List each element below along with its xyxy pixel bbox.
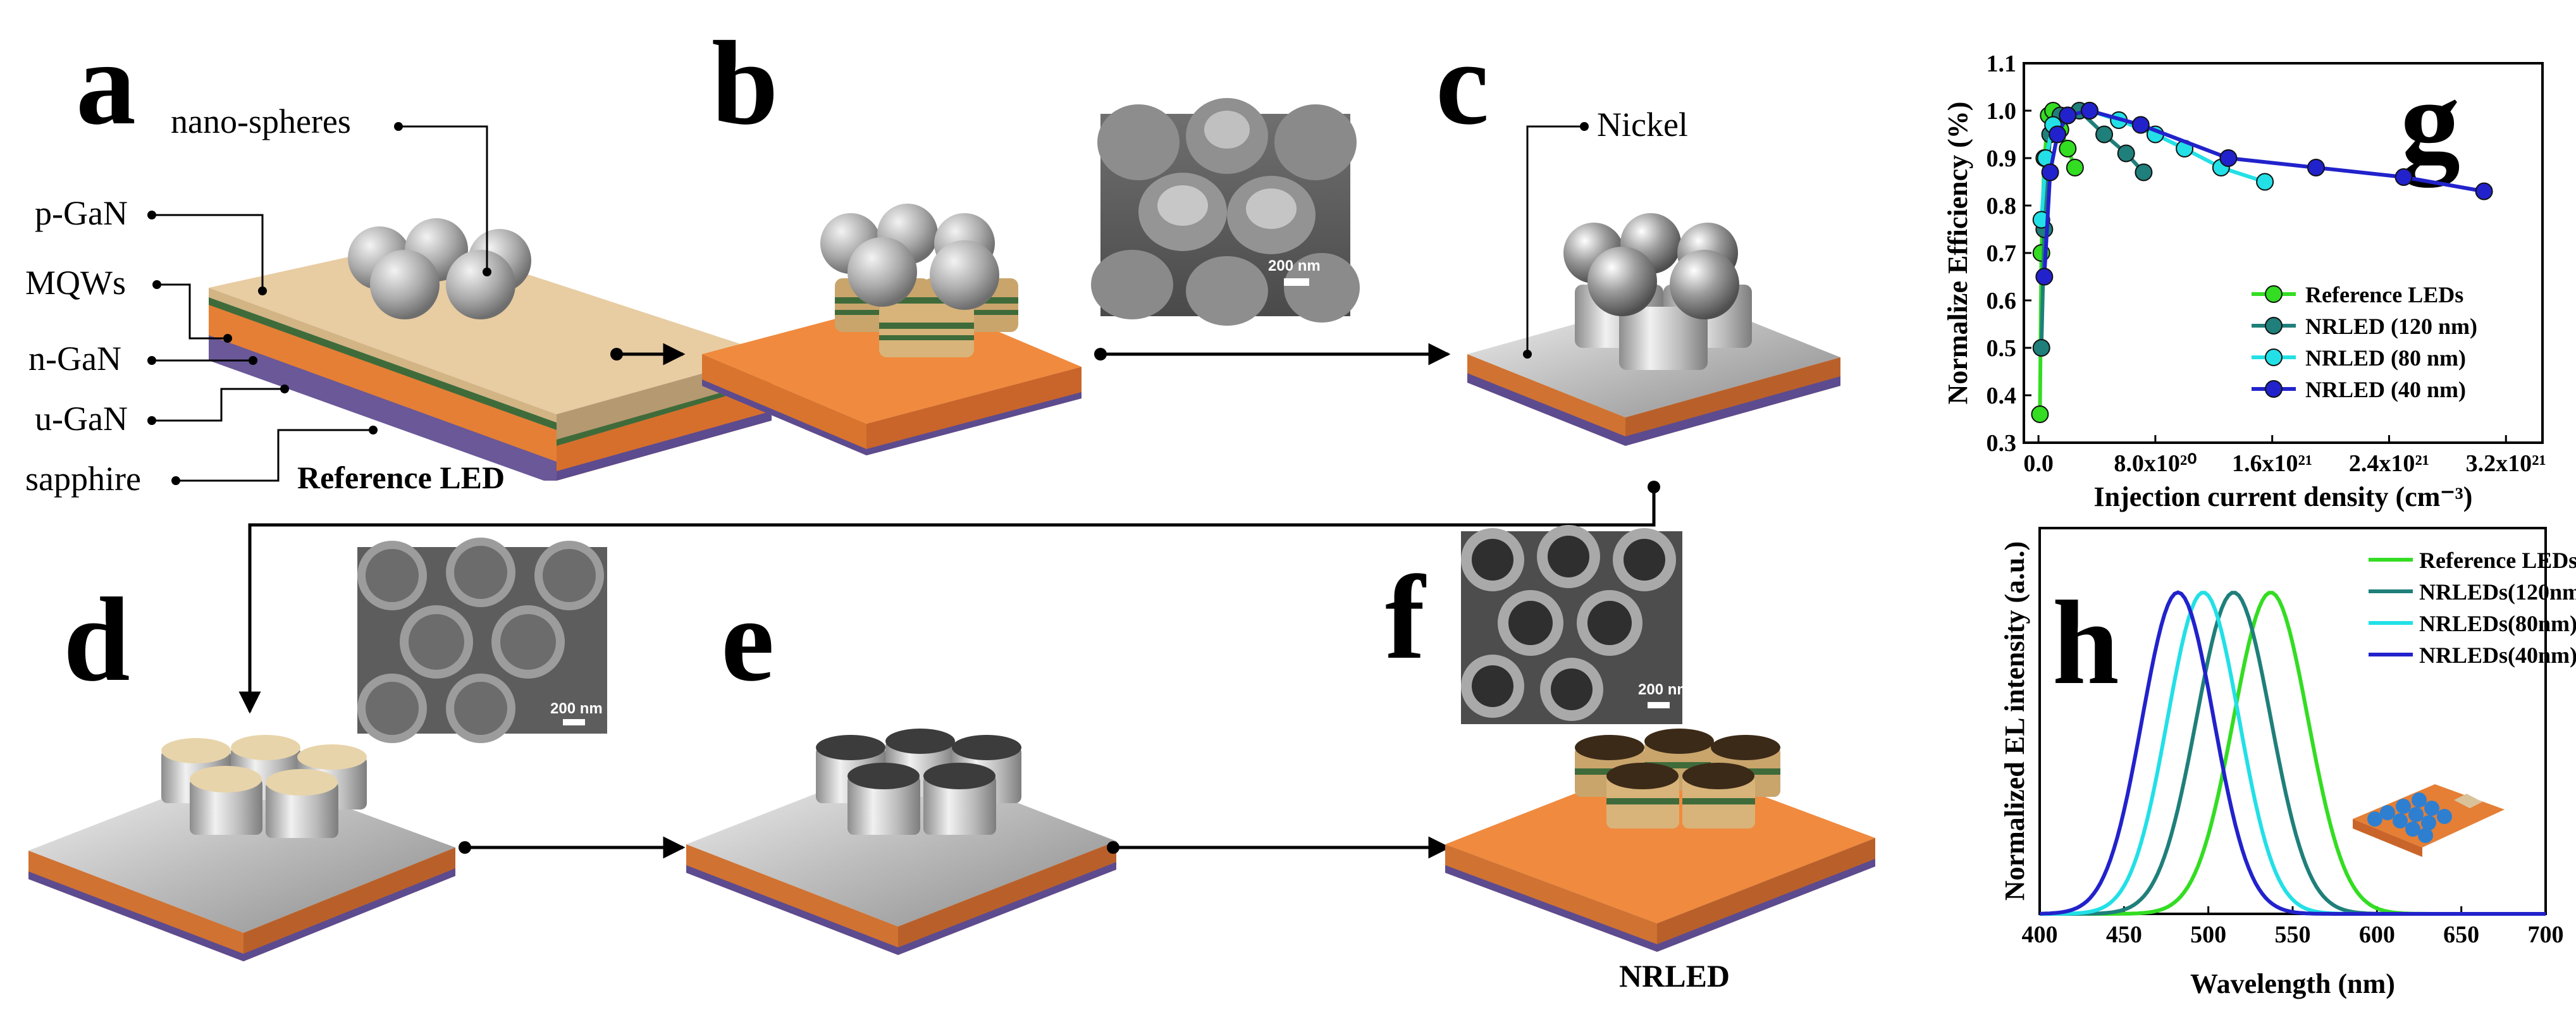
sem-image-nickel-mask: 200 nm: [357, 538, 607, 743]
sem-image-nanorings: 200 nm: [1461, 525, 1691, 724]
panel-label-e: e: [721, 574, 774, 706]
chart-h-xtick-label-1: 450: [2106, 921, 2142, 948]
chart-g-ytick-label-6: 0.9: [1987, 145, 2017, 172]
chart-h-series-curve-3: [2039, 590, 2546, 916]
chart-g-ytick-label-1: 0.4: [1987, 383, 2017, 409]
chart-g-point-3-3: [2059, 106, 2077, 125]
etched-nanorings-schematic: [686, 729, 1116, 955]
sem-image-nanospheres: 200 nm: [1091, 98, 1360, 326]
chart-h-legend-label-3: NRLEDs(40nm): [2419, 643, 2576, 668]
chart-g-point-3-5: [2131, 116, 2150, 134]
panel-label-c: c: [1436, 17, 1489, 150]
chart-h-xlabel: Wavelength (nm): [2190, 968, 2395, 999]
efficiency-chart: 0.3 0.4 0.5 0.6 0.7 0.8 0.9 1.0 1.1 0.0 8.0x10²⁰ 1…: [1942, 51, 2546, 512]
chart-g-point-3-6: [2219, 149, 2238, 167]
chart-g-ytick-label-5: 0.8: [1987, 193, 2017, 219]
chart-g-point-1-7: [2135, 163, 2153, 182]
chart-h-xtick-label-5: 650: [2443, 921, 2479, 948]
scale-bar-label-d: 200 nm: [550, 700, 603, 717]
panel-label-g: g: [2400, 55, 2460, 188]
scale-bar-label-b: 200 nm: [1268, 257, 1321, 274]
chart-g-ytick-label-3: 0.6: [1987, 288, 2017, 314]
chart-g-legend-label-2: NRLED (80 nm): [2305, 345, 2466, 371]
chart-g-point-0-7: [2066, 159, 2084, 176]
chart-h-legend-label-1: NRLEDs(120nm): [2419, 579, 2576, 605]
panel-label-a: a: [76, 17, 136, 150]
chart-g-point-3-8: [2394, 168, 2413, 186]
masked-etched-schematic: [702, 204, 1082, 455]
chart-g-point-0-6: [2059, 140, 2077, 157]
chart-g-xtick-label-1: 8.0x10²⁰: [2114, 450, 2197, 477]
chart-g-point-1-5: [2095, 125, 2114, 144]
chart-g-xtick-label-3: 2.4x10²¹: [2349, 450, 2429, 477]
chart-h-legend-label-2: NRLEDs(80nm): [2419, 611, 2576, 636]
chart-g-ytick-label-2: 0.5: [1987, 335, 2017, 362]
reference-led-schematic: [209, 218, 772, 481]
chart-g-legend-marker-1: [2265, 317, 2283, 335]
chart-g-legend-marker-0: [2265, 285, 2283, 303]
chart-h-xtick-label-2: 500: [2190, 921, 2226, 948]
chart-g-point-3-9: [2475, 182, 2493, 200]
label-n-gan: n-GaN: [28, 340, 121, 378]
label-p-gan: p-GaN: [35, 194, 128, 232]
label-nrled: NRLED: [1619, 958, 1730, 994]
chart-g-point-3-7: [2307, 159, 2325, 176]
scale-bar-label-f: 200 nm: [1638, 681, 1691, 698]
chart-h-xtick-label-4: 600: [2359, 921, 2395, 948]
chart-g-point-3-2: [2049, 125, 2067, 144]
chart-g-xtick-label-4: 3.2x10²¹: [2466, 450, 2546, 477]
chart-g-series-line-3: [2042, 108, 2485, 277]
chart-g-legend-label-0: Reference LEDs: [2305, 282, 2463, 307]
chart-h-ylabel: Normalized EL intensity (a.u.): [1999, 541, 2030, 901]
chart-h-xtick-label-6: 700: [2528, 921, 2564, 948]
label-u-gan: u-GaN: [35, 400, 128, 438]
panel-label-h: h: [2052, 577, 2119, 710]
chart-g-point-0-0: [2031, 405, 2049, 423]
chart-g-ytick-label-7: 1.0: [1987, 98, 2017, 125]
chart-g-xtick-label-2: 1.6x10²¹: [2232, 450, 2312, 477]
chart-g-ytick-label-8: 1.1: [1987, 51, 2017, 77]
nrled-schematic: [1445, 729, 1875, 952]
chart-h-legend-label-0: Reference LEDs: [2419, 548, 2576, 573]
label-reference-led: Reference LED: [297, 460, 505, 495]
label-sapphire: sapphire: [25, 460, 141, 498]
chart-g-point-3-0: [2035, 268, 2054, 286]
panel-label-f: f: [1385, 551, 1427, 684]
label-nickel: Nickel: [1597, 106, 1688, 144]
chart-g-ytick-label-0: 0.3: [1987, 430, 2017, 457]
chart-g-point-3-4: [2080, 102, 2098, 120]
chart-g-point-1-6: [2117, 144, 2135, 163]
chart-g-legend-label-1: NRLED (120 nm): [2305, 314, 2477, 339]
chart-g-ytick-label-4: 0.7: [1987, 240, 2017, 267]
chart-g-point-2-9: [2256, 173, 2274, 191]
chart-g-point-1-0: [2032, 339, 2050, 357]
chart-h-xtick-label-0: 400: [2022, 921, 2058, 948]
panel-label-d: d: [63, 574, 130, 706]
chart-g-ylabel: Normalize Efficiency (%): [1942, 102, 1973, 405]
chart-g-legend-marker-2: [2265, 348, 2283, 366]
chart-g-point-3-1: [2041, 163, 2059, 182]
panel-label-b: b: [712, 17, 779, 150]
el-spectrum-chart: 400 450 500 550 600 650 700 Reference LEDsNRLE…: [1999, 527, 2576, 999]
nickel-deposited-schematic: [1467, 213, 1840, 446]
chart-h-xtick-label-3: 550: [2275, 921, 2311, 948]
lift-off-schematic: [28, 735, 455, 961]
label-nano-spheres: nano-spheres: [171, 102, 351, 140]
chart-g-xtick-label-0: 0.0: [2023, 450, 2054, 477]
label-mqws: MQWs: [25, 264, 126, 302]
chart-g-legend-label-3: NRLED (40 nm): [2305, 377, 2466, 402]
chart-g-legend-marker-3: [2265, 380, 2283, 398]
nrled-device-inset: [2353, 784, 2505, 857]
chart-g-xlabel: Injection current density (cm⁻³): [2094, 481, 2473, 512]
